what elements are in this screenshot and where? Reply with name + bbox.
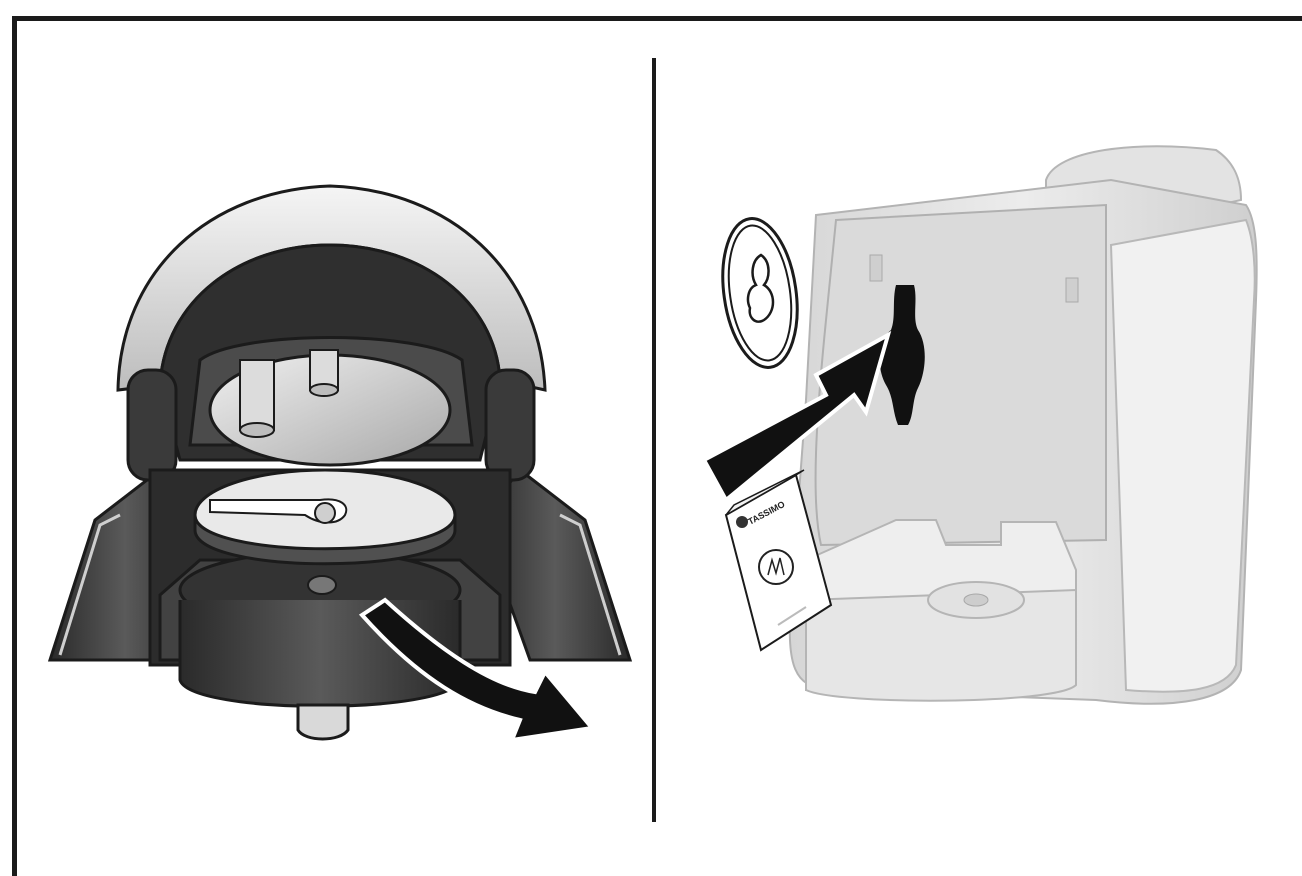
callout-icon: [714, 214, 806, 373]
right-illustration-panel: TASSIMO: [656, 0, 1302, 846]
machine-illustration: TASSIMO: [656, 0, 1302, 846]
brewing-unit-illustration: [0, 0, 652, 846]
leaflet-disc-icon: [759, 550, 793, 584]
left-illustration-panel: [0, 0, 652, 846]
manual-figure: TASSIMO: [0, 0, 1302, 846]
